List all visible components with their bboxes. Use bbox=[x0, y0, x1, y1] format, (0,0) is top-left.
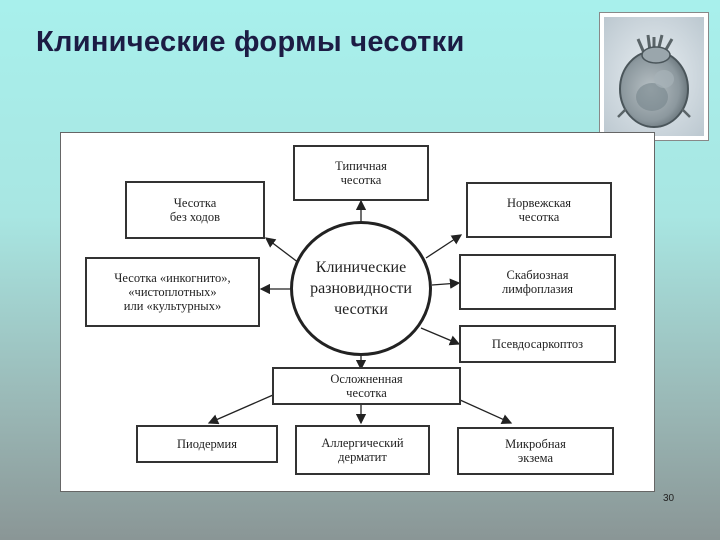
node-complicated-scabies: Осложненная чесотка bbox=[272, 367, 461, 405]
node-pseudosarcoptosis: Псевдосаркоптоз bbox=[459, 325, 616, 363]
node-pyoderma: Пиодермия bbox=[136, 425, 278, 463]
scabies-mite-image bbox=[604, 17, 704, 136]
node-norwegian-scabies: Норвежская чесотка bbox=[466, 182, 612, 238]
node-typical-scabies: Типичная чесотка bbox=[293, 145, 429, 201]
mite-photo bbox=[599, 12, 709, 141]
arrow-to-pyoderma bbox=[207, 394, 274, 425]
arrow-to-norwegian bbox=[425, 234, 463, 259]
center-node-clinical-varieties: Клинические разновидности чесотки bbox=[290, 221, 432, 356]
node-allergic-dermatitis: Аллергический дерматит bbox=[295, 425, 430, 475]
diagram-panel: Типичная чесотка Чесотка без ходов Норве… bbox=[60, 132, 655, 492]
page-number: 30 bbox=[663, 493, 675, 504]
node-microbial-eczema: Микробная экзема bbox=[457, 427, 614, 475]
slide-title: Клинические формы чесотки bbox=[36, 26, 465, 58]
node-scabious-lymphoplasia: Скабиозная лимфоплазия bbox=[459, 254, 616, 310]
node-incognito-scabies: Чесотка «инкогнито», «чистоплотных» или … bbox=[85, 257, 260, 327]
arrow-to-lymphoplasia bbox=[431, 278, 461, 289]
node-scabies-without-burrows: Чесотка без ходов bbox=[125, 181, 265, 239]
arrow-to-no-burrows bbox=[264, 237, 300, 264]
connector-lines bbox=[207, 199, 513, 425]
arrow-to-pseudosarcoptosis bbox=[420, 327, 461, 346]
